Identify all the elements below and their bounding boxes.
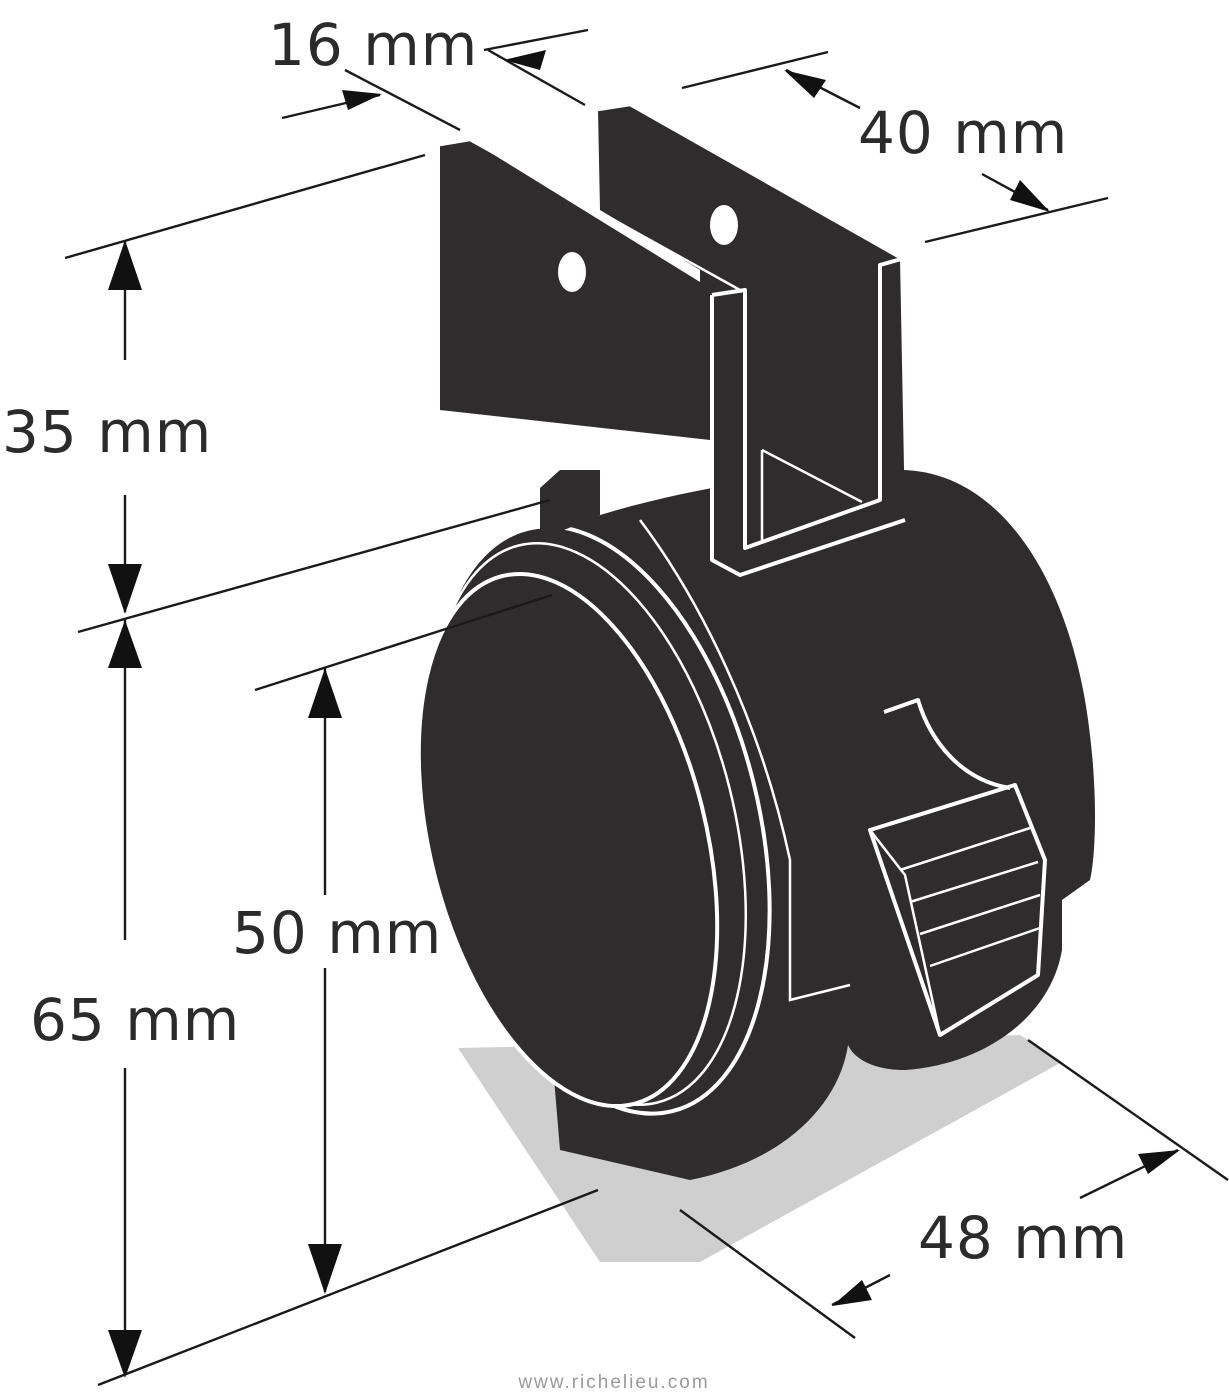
dimension-lines [64, 28, 1229, 1387]
front-wheel-face-outline [416, 571, 720, 1109]
caster-illustration [416, 103, 1095, 1180]
brake-lever [870, 700, 1052, 1035]
front-wheel-face [418, 573, 718, 1107]
bracket-right-top-edge [597, 103, 901, 260]
dim-label-40mm: 40 mm [858, 99, 1068, 167]
bracket-channel-outline [710, 256, 906, 577]
dim-label-50mm: 50 mm [232, 899, 442, 967]
dim-label-16mm: 16 mm [268, 11, 478, 79]
mount-stem [540, 470, 600, 540]
dim-label-48mm: 48 mm [918, 1204, 1128, 1272]
bracket-left-top-edge [439, 138, 741, 292]
brake-pedal-ribs [899, 826, 1041, 968]
mounting-hole-right [710, 205, 738, 245]
bracket-channel-floor [760, 448, 863, 540]
dim-label-35mm: 35 mm [2, 398, 212, 466]
housing-inner-outline [638, 519, 851, 1002]
brake-pedal-side [869, 829, 942, 1036]
brake-lever-outline [868, 698, 1047, 1037]
footer-url: www.richelieu.com [517, 1372, 709, 1393]
mounting-hole-left [558, 252, 586, 292]
dim-label-65mm: 65 mm [30, 986, 240, 1054]
